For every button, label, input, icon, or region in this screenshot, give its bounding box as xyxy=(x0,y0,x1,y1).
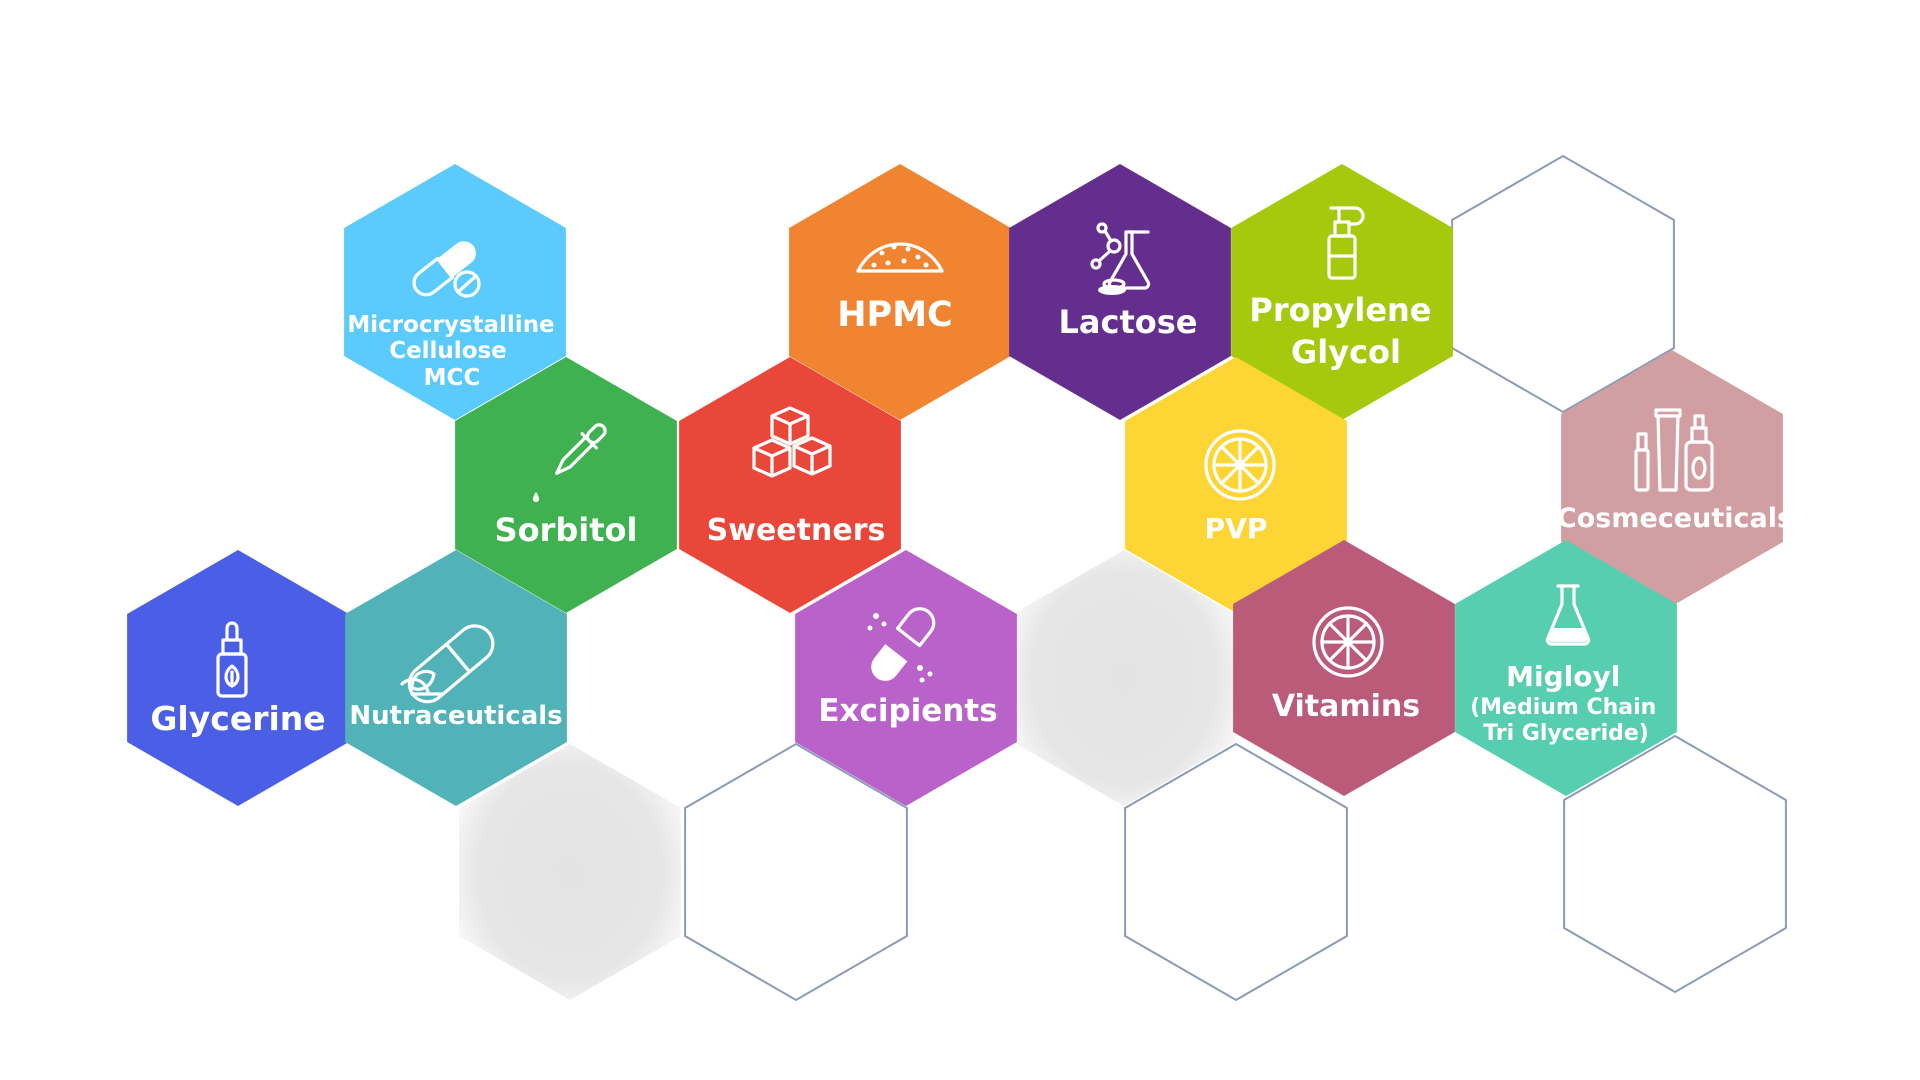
hex-lactose[interactable]: Lactose xyxy=(1009,164,1231,420)
hex-label-line: HPMC xyxy=(837,295,952,335)
svg-text:Sweetners: Sweetners xyxy=(707,513,886,548)
hex-label-line: Microcrystalline xyxy=(347,312,554,338)
hex-label-line: Cosmeceuticals xyxy=(1557,503,1793,534)
capsule-pill-icon xyxy=(412,241,481,298)
hex-shape xyxy=(1231,164,1453,420)
citrus-segment-line xyxy=(1328,622,1350,644)
hex-vitamins[interactable]: Vitamins xyxy=(1233,540,1455,796)
hex-label-line: Propylene xyxy=(1249,291,1431,329)
hex-shape xyxy=(344,164,566,420)
hex-glycerine[interactable]: Glycerine xyxy=(127,550,349,806)
empty-outline-hexagon xyxy=(1563,734,1787,994)
gray-placeholder-hexagon xyxy=(459,744,681,1000)
hex-label-line: Lactose xyxy=(1059,303,1198,341)
svg-text:Propylene Glycol: Propylene Glycol xyxy=(1249,291,1442,371)
hex-label-line: Excipients xyxy=(818,693,997,729)
svg-text:Cosmeceuticals: Cosmeceuticals xyxy=(1557,503,1793,534)
dropper-bottle-icon xyxy=(216,621,248,698)
hex-shape xyxy=(789,164,1011,420)
hex-label-line: Cellulose xyxy=(389,338,507,364)
empty-outline-hexagon xyxy=(1124,742,1348,1002)
svg-text:Glycerine: Glycerine xyxy=(150,699,325,738)
orange-slice-icon xyxy=(1312,606,1384,678)
hex-label-line: Vitamins xyxy=(1272,689,1420,724)
citrus-segment-line xyxy=(1238,463,1260,485)
conical-flask-icon xyxy=(1545,584,1591,646)
hex-sorbitol[interactable]: Sorbitol xyxy=(455,357,677,613)
hex-shape xyxy=(455,357,677,613)
svg-text:Migloyl (Medium Chain: Migloyl (Medium Chain Tri Glyceride) xyxy=(1470,660,1662,746)
empty-outline-hexagon xyxy=(1451,154,1675,414)
sugar-cubes-icon xyxy=(752,406,832,478)
hex-shape xyxy=(345,550,567,806)
hex-label-line: Glycerine xyxy=(150,699,325,738)
cosmetic-bottles-icon xyxy=(1634,408,1714,492)
hex-label-line: Sorbitol xyxy=(495,511,638,549)
hex-label-line: Sweetners xyxy=(707,513,886,548)
svg-text:PVP: PVP xyxy=(1205,512,1268,545)
citrus-segment-line xyxy=(1220,445,1242,467)
svg-text:Microcrystalline Cellulo: Microcrystalline Cellulose MCC xyxy=(347,312,562,391)
citrus-segment-line xyxy=(1220,463,1242,485)
hex-label-line: (Medium Chain xyxy=(1470,695,1656,720)
spray-bottle-icon xyxy=(1327,206,1365,280)
citrus-segment-line xyxy=(1346,622,1368,644)
hex-shape xyxy=(795,550,1017,806)
citrus-segment-line xyxy=(1346,640,1368,662)
hex-migloyl[interactable]: Migloyl (Medium Chain Tri Glyceride) xyxy=(1455,540,1677,796)
hex-shape xyxy=(1455,540,1677,796)
hex-sweetners[interactable]: Sweetners xyxy=(679,357,901,613)
svg-text:Nutraceuticals: Nutraceuticals xyxy=(349,701,562,731)
hex-shape xyxy=(679,357,901,613)
powder-pile-icon xyxy=(856,242,944,273)
dropper-icon xyxy=(533,423,607,502)
hex-microcrystalline-cellulose[interactable]: Microcrystalline Cellulose MCC xyxy=(344,164,566,420)
open-capsule-icon xyxy=(867,607,936,683)
gray-placeholder-hexagon xyxy=(1013,550,1235,806)
outline-hexagons xyxy=(684,154,1787,1002)
gray-hexagons xyxy=(459,550,1235,1000)
svg-text:Lactose: Lactose xyxy=(1059,303,1198,341)
hex-label-line: PVP xyxy=(1205,512,1268,545)
citrus-slice-icon xyxy=(1204,429,1276,501)
hex-cosmeceuticals[interactable]: Cosmeceuticals xyxy=(1557,350,1793,606)
hex-hpmc[interactable]: HPMC xyxy=(789,164,1011,420)
hex-label-line: Nutraceuticals xyxy=(349,701,562,731)
hex-nutraceuticals[interactable]: Nutraceuticals xyxy=(345,550,567,806)
hex-label-line: Tri Glyceride) xyxy=(1483,721,1649,746)
hex-propylene-glycol[interactable]: Propylene Glycol xyxy=(1231,164,1453,420)
svg-text:Excipients: Excipients xyxy=(818,693,997,729)
hex-pvp[interactable]: PVP xyxy=(1125,357,1347,613)
svg-text:Vitamins: Vitamins xyxy=(1272,689,1420,724)
hex-shape xyxy=(1561,350,1783,606)
citrus-segment-line xyxy=(1238,445,1260,467)
lab-flask-molecule-icon xyxy=(1090,222,1151,295)
hex-label-line: Glycol xyxy=(1291,333,1401,371)
svg-text:HPMC: HPMC xyxy=(837,295,952,335)
svg-text:Sorbitol: Sorbitol xyxy=(495,511,638,549)
hex-label-line: MCC xyxy=(424,365,481,391)
hex-excipients[interactable]: Excipients xyxy=(795,550,1017,806)
empty-outline-hexagon xyxy=(684,742,908,1002)
herbal-capsule-icon xyxy=(400,624,495,704)
citrus-segment-line xyxy=(1328,640,1350,662)
hex-shape xyxy=(1125,357,1347,613)
hex-label-line: Migloyl xyxy=(1506,660,1620,693)
